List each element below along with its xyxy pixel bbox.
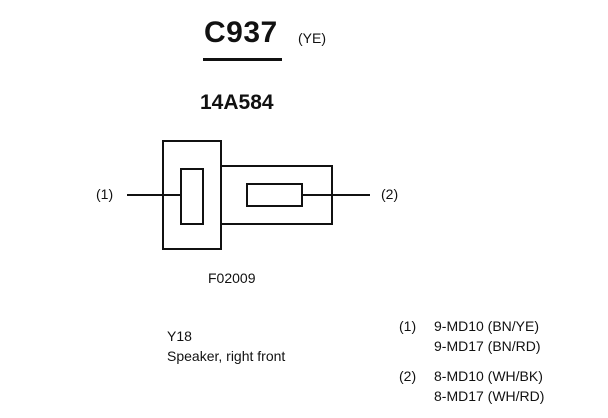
pin-1-terminal <box>180 168 204 225</box>
part-number: 14A584 <box>200 91 274 114</box>
wire-line: 8-MD17 (WH/RD) <box>434 388 545 404</box>
wire-group-1-pin: (1) <box>399 318 417 334</box>
component-code: Y18 <box>167 328 192 344</box>
connector-id: C937 <box>204 16 278 49</box>
component-description: Speaker, right front <box>167 348 286 364</box>
wire-line: 9-MD17 (BN/RD) <box>434 338 541 354</box>
wire-line: 8-MD10 (WH/BK) <box>434 368 543 384</box>
connector-id-underline <box>203 58 282 61</box>
wire-line: 9-MD10 (BN/YE) <box>434 318 540 334</box>
wire-group-2-pin: (2) <box>399 368 417 384</box>
pin-1-label: (1) <box>96 186 114 202</box>
pin-2-terminal <box>246 183 303 207</box>
figure-code: F02009 <box>208 270 256 286</box>
connector-color-code: (YE) <box>298 30 326 46</box>
pin-2-label: (2) <box>381 186 399 202</box>
